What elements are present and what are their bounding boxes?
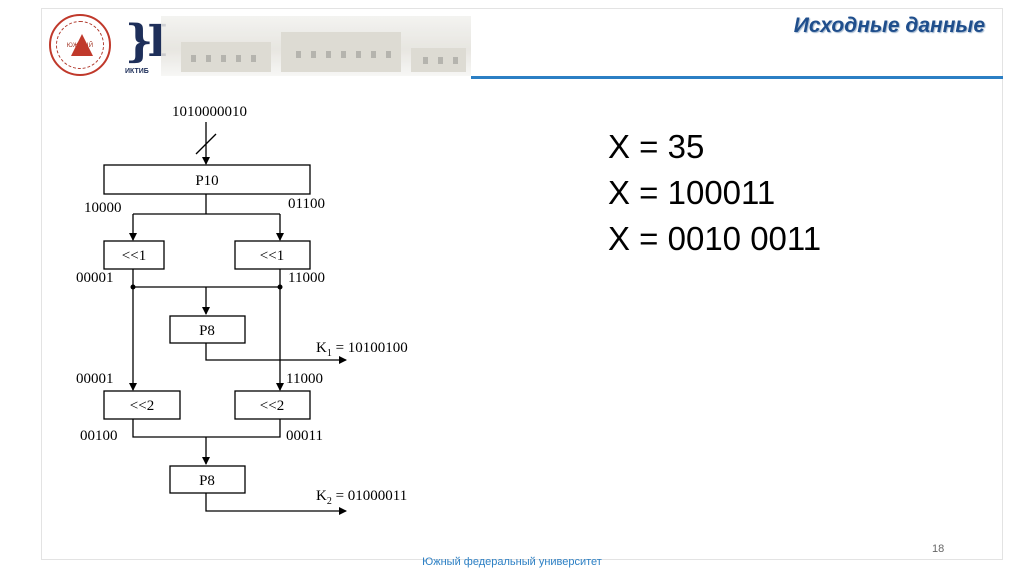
triangle-icon	[71, 34, 93, 56]
fact-decimal: X = 35	[608, 128, 705, 165]
building-window	[438, 57, 443, 64]
merge-bar-2	[132, 419, 281, 438]
building-window	[221, 55, 226, 62]
building-window	[356, 51, 361, 58]
fact-binary: X = 100011	[608, 174, 776, 211]
bus-slash	[195, 133, 217, 155]
p8-label-1: P8	[199, 323, 215, 339]
building-window	[296, 51, 301, 58]
slide-header: ЮЖНЫЙ ФЕДЕРАЛЬНЫЙ УНИВЕРСИТЕТ }I ИКТИБ И…	[41, 8, 1003, 79]
building-window	[341, 51, 346, 58]
shift2-left-label: <<2	[130, 398, 154, 414]
k2-name: K	[316, 488, 327, 504]
ictib-mark-icon: }I	[125, 16, 168, 67]
shift1-left-label: <<1	[122, 248, 146, 264]
input-values: X = 35 X = 100011 X = 0010 0011	[608, 124, 821, 262]
k1-value: = 10100100	[332, 340, 408, 356]
building-window	[453, 57, 458, 64]
junction-dot	[130, 284, 136, 290]
p8-box-2	[169, 465, 246, 494]
shift1-left-box	[103, 240, 165, 270]
page-number: 18	[932, 543, 945, 555]
building-wing	[181, 42, 271, 72]
building-window	[236, 55, 241, 62]
k1-name: K	[316, 340, 327, 356]
p8-label-2: P8	[199, 473, 215, 489]
shift2-right-out: 00011	[286, 428, 323, 444]
shift1-left-out: 00001	[76, 270, 114, 286]
k1-label: K1 = 10100100	[316, 340, 408, 359]
k2-value: = 01000011	[332, 488, 407, 504]
shift2-left-out: 00100	[80, 428, 118, 444]
shift2-right-label: <<2	[260, 398, 284, 414]
p10-left-out: 10000	[84, 200, 122, 216]
building-window	[206, 55, 211, 62]
building-window	[326, 51, 331, 58]
shift1-right-box	[234, 240, 311, 270]
k2-subscript: 2	[327, 496, 332, 507]
building-window	[251, 55, 256, 62]
k2-arrow	[205, 493, 347, 515]
shift2-left-in: 00001	[76, 371, 114, 387]
p10-label: P10	[195, 173, 218, 189]
building-window	[311, 51, 316, 58]
fact-binary-padded: X = 0010 0011	[608, 220, 822, 257]
input-key-label: 1010000010	[172, 104, 247, 120]
p10-box	[103, 164, 311, 195]
slide-title: Исходные данные	[793, 14, 985, 37]
shift1-right-out: 11000	[288, 270, 325, 286]
p8-box-1	[169, 315, 246, 344]
building-banner-image	[161, 16, 471, 76]
building-window	[371, 51, 376, 58]
k1-subscript: 1	[327, 348, 332, 359]
building-window	[191, 55, 196, 62]
shift2-right-in: 11000	[286, 371, 323, 387]
k2-label: K2 = 01000011	[316, 488, 407, 507]
header-accent-line	[471, 76, 1003, 79]
k1-arrow	[205, 343, 347, 364]
footer-text: Южный федеральный университет	[422, 556, 602, 568]
junction-dot	[277, 284, 283, 290]
key-generation-diagram: 1010000010 P10 10000 01100 <<1 <<1 00001…	[76, 104, 408, 515]
shift1-right-label: <<1	[260, 248, 284, 264]
building-window	[386, 51, 391, 58]
university-logo: ЮЖНЫЙ ФЕДЕРАЛЬНЫЙ УНИВЕРСИТЕТ	[49, 14, 111, 76]
ictib-logo: }I ИКТИБ	[125, 16, 168, 82]
shift2-left-box	[103, 390, 181, 420]
slide-frame	[41, 8, 1003, 560]
p10-right-out: 01100	[288, 196, 325, 212]
ictib-caption: ИКТИБ	[125, 68, 149, 75]
building-window	[423, 57, 428, 64]
shift2-right-box	[234, 390, 311, 420]
